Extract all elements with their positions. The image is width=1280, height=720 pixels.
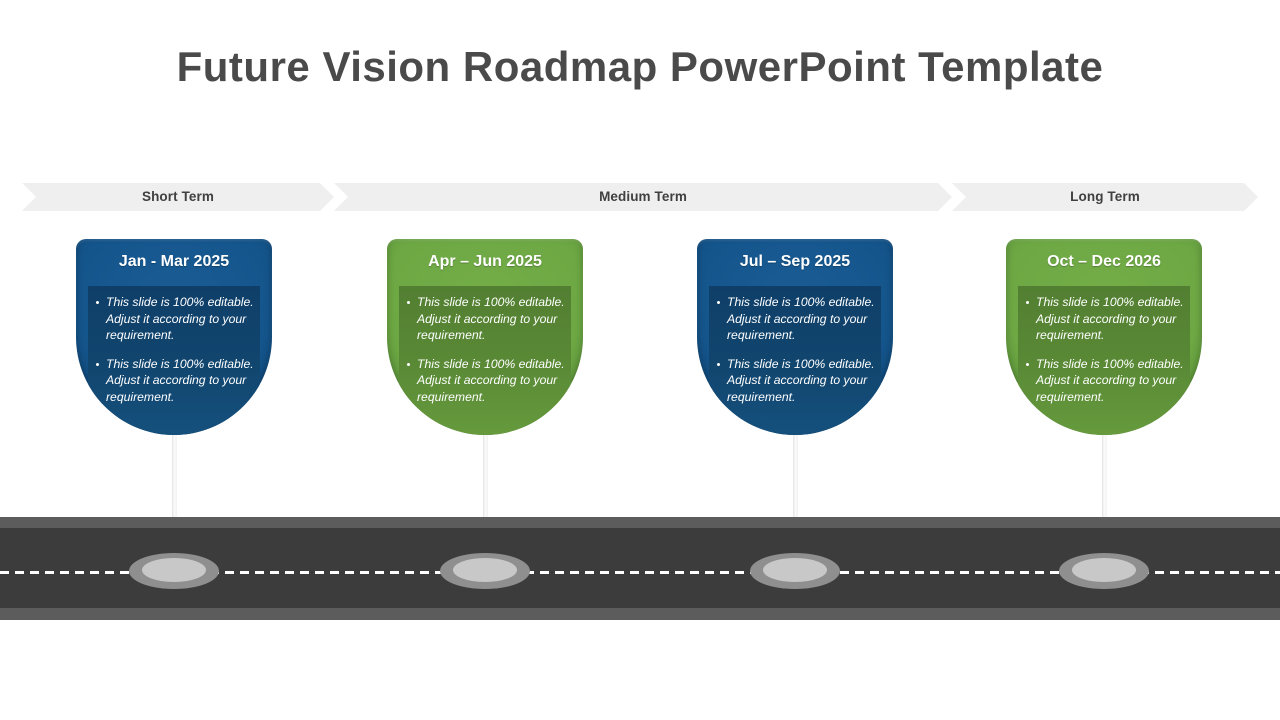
milestone-title: Jul – Sep 2025 <box>739 253 851 270</box>
road-marker-inner <box>1072 558 1136 582</box>
milestone-bullet: This slide is 100% editable. Adjust it a… <box>1024 356 1184 406</box>
milestone-bullet: This slide is 100% editable. Adjust it a… <box>94 294 254 344</box>
phase-segment-long-term[interactable]: Long Term <box>952 183 1258 211</box>
phase-segment-label: Long Term <box>1070 189 1140 204</box>
milestone-pole <box>171 405 177 575</box>
milestone-pole <box>792 405 798 575</box>
milestone-title: Apr – Jun 2025 <box>428 253 542 270</box>
road-marker-inner <box>142 558 206 582</box>
milestone-body: This slide is 100% editable. Adjust it a… <box>399 286 571 435</box>
milestone-bullet: This slide is 100% editable. Adjust it a… <box>405 356 565 406</box>
phase-banner: Short Term Medium Term Long Term <box>22 183 1258 211</box>
milestone-bullet: This slide is 100% editable. Adjust it a… <box>715 294 875 344</box>
phase-segment-label: Medium Term <box>599 189 687 204</box>
milestone-bullet: This slide is 100% editable. Adjust it a… <box>94 356 254 406</box>
milestone-bullet: This slide is 100% editable. Adjust it a… <box>405 294 565 344</box>
page-title: Future Vision Roadmap PowerPoint Templat… <box>176 43 1104 90</box>
milestone-body: This slide is 100% editable. Adjust it a… <box>1018 286 1190 435</box>
road-bottom-edge <box>0 608 1280 620</box>
milestone-bullet: This slide is 100% editable. Adjust it a… <box>1024 294 1184 344</box>
milestone-body: This slide is 100% editable. Adjust it a… <box>88 286 260 435</box>
road-marker-inner <box>453 558 517 582</box>
road-top-edge <box>0 517 1280 528</box>
phase-segment-medium-term[interactable]: Medium Term <box>334 183 952 211</box>
milestone-pole <box>1101 405 1107 575</box>
road-marker-inner <box>763 558 827 582</box>
milestone-pole <box>482 405 488 575</box>
milestone-title: Jan - Mar 2025 <box>118 253 230 270</box>
phase-segment-short-term[interactable]: Short Term <box>22 183 334 211</box>
road-center-line <box>0 571 1280 574</box>
phase-segment-label: Short Term <box>141 189 214 204</box>
milestone-body: This slide is 100% editable. Adjust it a… <box>709 286 881 435</box>
milestone-bullet: This slide is 100% editable. Adjust it a… <box>715 356 875 406</box>
milestone-title: Oct – Dec 2026 <box>1047 253 1161 270</box>
